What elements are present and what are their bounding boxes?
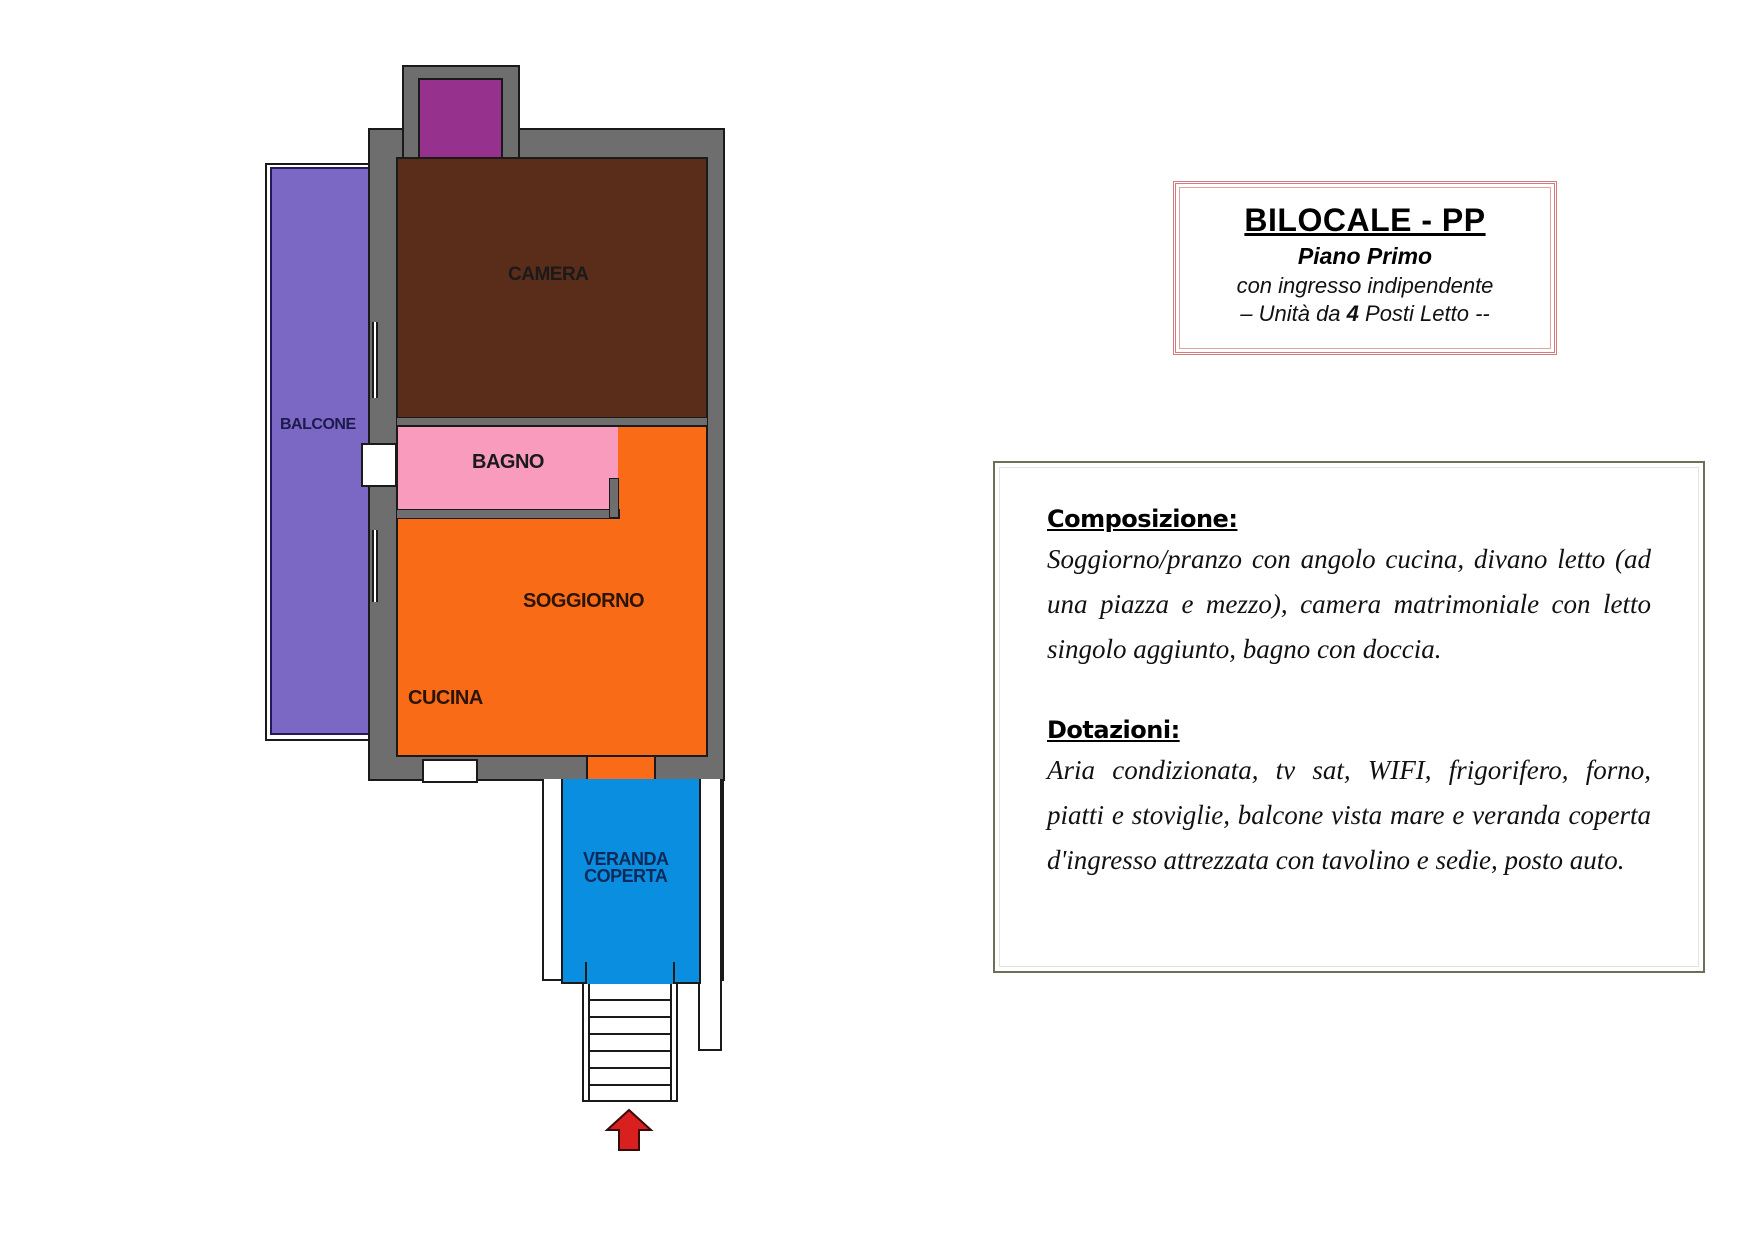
room-bagno [396,425,618,513]
bagno-wall [396,509,620,519]
beds-count: 4 [1346,301,1359,326]
room-label-bagno: BAGNO [472,451,544,473]
room-label-camera: CAMERA [508,264,589,285]
room-camera [396,157,708,419]
stairs [582,984,678,1102]
entrance-note: con ingresso indipendente [1236,273,1494,298]
veranda-rail-right [698,779,722,1051]
door-opening-soggiorno [372,530,378,602]
room-label-veranda: VERANDA COPERTA [583,849,669,886]
veranda-step [585,962,675,986]
window-left [361,443,397,487]
room-balcone [270,167,373,735]
room-label-cucina: CUCINA [408,687,483,709]
listing-title: BILOCALE - PP [1244,202,1486,238]
floor-plan: BALCONE CAMERA BAGNO SOGGIORNO CUCINA VE… [0,0,760,1240]
bagno-side-wall [609,478,619,518]
door-opening-camera [372,322,378,398]
closet [418,78,503,162]
beds-note: – Unità da 4 Posti Letto -- [1240,301,1490,326]
entrance-arrow-icon [604,1108,654,1151]
window-bottom [422,759,478,783]
dotazioni-heading: Dotazioni: [1047,716,1180,744]
composizione-text: Soggiorno/pranzo con angolo cucina, diva… [1047,544,1651,664]
composizione-heading: Composizione: [1047,505,1238,533]
door-opening-veranda [586,757,656,781]
info-box: Composizione: Soggiorno/pranzo con angol… [993,461,1705,973]
floor-subtitle: Piano Primo [1297,243,1433,269]
room-label-soggiorno: SOGGIORNO [523,590,645,612]
dotazioni-text: Aria condizionata, tv sat, WIFI, frigori… [1047,755,1651,875]
title-box: BILOCALE - PP Piano Primo con ingresso i… [1173,181,1557,355]
room-label-balcone: BALCONE [280,416,356,433]
